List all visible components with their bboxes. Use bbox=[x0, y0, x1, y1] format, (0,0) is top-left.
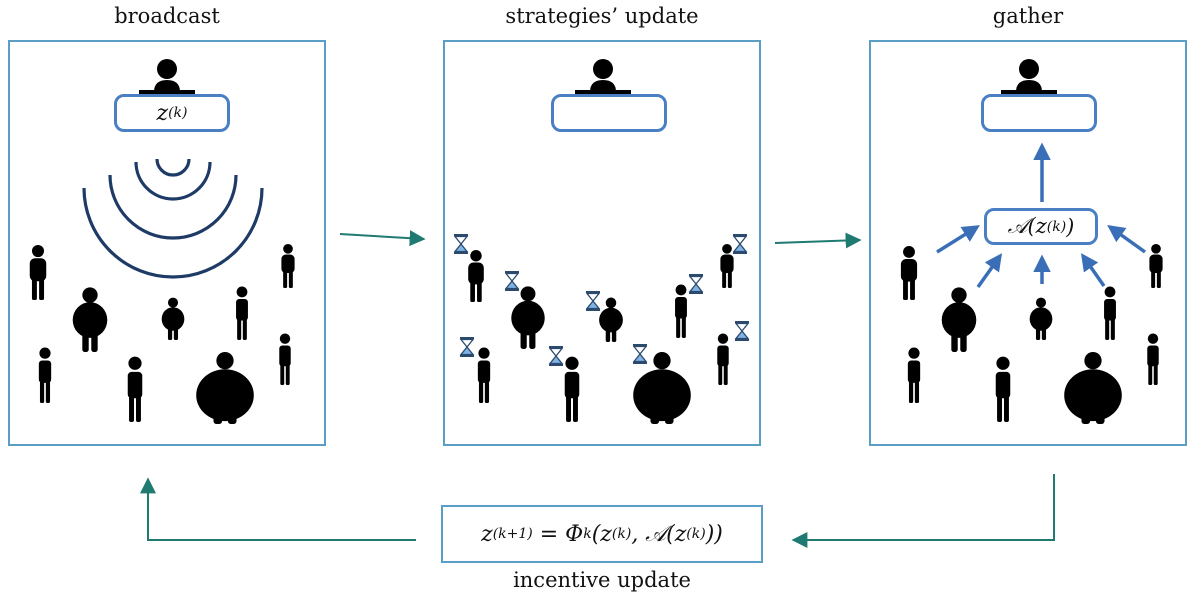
strategies-update-title: strategies’ update bbox=[505, 4, 699, 28]
aggregate-label: 𝒜(z bbox=[1007, 214, 1047, 238]
person-icon bbox=[477, 347, 491, 403]
person-icon bbox=[717, 333, 729, 385]
person-icon bbox=[196, 352, 254, 424]
broadcast-z-subscript: (k) bbox=[168, 105, 188, 121]
aggregate-box: 𝒜(z(k)) bbox=[984, 208, 1098, 245]
person-icon bbox=[1029, 297, 1053, 340]
gather-arrows bbox=[936, 224, 1147, 289]
person-icon bbox=[29, 245, 47, 300]
person-icon bbox=[511, 286, 545, 349]
person-icon bbox=[1104, 286, 1116, 340]
person-icon bbox=[720, 244, 734, 288]
person-icon bbox=[599, 297, 623, 342]
broadcaster-podium-icon bbox=[139, 59, 195, 98]
person-icon bbox=[161, 297, 185, 340]
formula-rhs: = Φ bbox=[532, 521, 584, 547]
formula-lhs: z bbox=[481, 521, 493, 547]
hourglass-icon bbox=[632, 343, 648, 365]
person-icon bbox=[38, 347, 52, 403]
hourglass-icon bbox=[688, 273, 704, 295]
formula-rhs-sub: k bbox=[583, 526, 592, 542]
hourglass-icon bbox=[459, 336, 475, 358]
broadcaster-podium-icon bbox=[1001, 59, 1057, 98]
broadcast-incentive-box: z(k) bbox=[114, 94, 230, 132]
incentive-update-caption: incentive update bbox=[513, 568, 691, 592]
hourglass-icon bbox=[585, 290, 601, 312]
hourglass-icon bbox=[734, 320, 750, 342]
person-icon bbox=[72, 287, 108, 352]
person-icon bbox=[995, 356, 1011, 422]
formula-rhs-mid: (z bbox=[591, 521, 612, 547]
person-icon bbox=[564, 356, 580, 422]
flow-arrow-broadcast-to-strategies bbox=[339, 230, 426, 247]
person-icon bbox=[127, 356, 143, 422]
aggregate-subscript: (k) bbox=[1046, 218, 1067, 235]
person-icon bbox=[1064, 352, 1122, 424]
formula-rhs-tail: , 𝒜(z bbox=[631, 521, 687, 547]
person-icon bbox=[941, 287, 977, 352]
person-icon bbox=[900, 246, 918, 300]
hourglass-icon bbox=[504, 270, 520, 292]
person-icon bbox=[1149, 244, 1163, 288]
broadcaster-podium-icon bbox=[575, 59, 631, 98]
hourglass-icon bbox=[732, 233, 748, 255]
gather-title: gather bbox=[992, 4, 1064, 28]
person-icon bbox=[907, 347, 921, 403]
person-icon bbox=[236, 286, 248, 340]
flow-arrow-gather-to-incentive bbox=[791, 474, 1055, 548]
signal-waves-icon bbox=[82, 158, 264, 279]
person-icon bbox=[1147, 333, 1159, 385]
person-icon bbox=[675, 284, 687, 338]
formula-lhs-sub: (k+1) bbox=[492, 526, 533, 542]
person-icon bbox=[279, 333, 291, 385]
flow-arrow-strategies-to-gather bbox=[774, 232, 862, 249]
broadcast-z-label: z bbox=[156, 100, 169, 126]
gather-empty-box bbox=[981, 94, 1097, 132]
formula-rhs-end: )) bbox=[705, 521, 723, 547]
flow-arrow-incentive-to-broadcast bbox=[140, 477, 416, 541]
person-icon bbox=[281, 244, 295, 288]
hourglass-icon bbox=[453, 233, 469, 255]
person-icon bbox=[468, 250, 484, 302]
aggregate-tail: ) bbox=[1066, 214, 1075, 239]
hourglass-icon bbox=[548, 345, 564, 367]
formula-rhs-sub3: (k) bbox=[686, 526, 706, 542]
strategies-empty-box bbox=[551, 94, 667, 132]
broadcast-title: broadcast bbox=[114, 4, 220, 28]
formula-rhs-sub2: (k) bbox=[611, 526, 632, 542]
